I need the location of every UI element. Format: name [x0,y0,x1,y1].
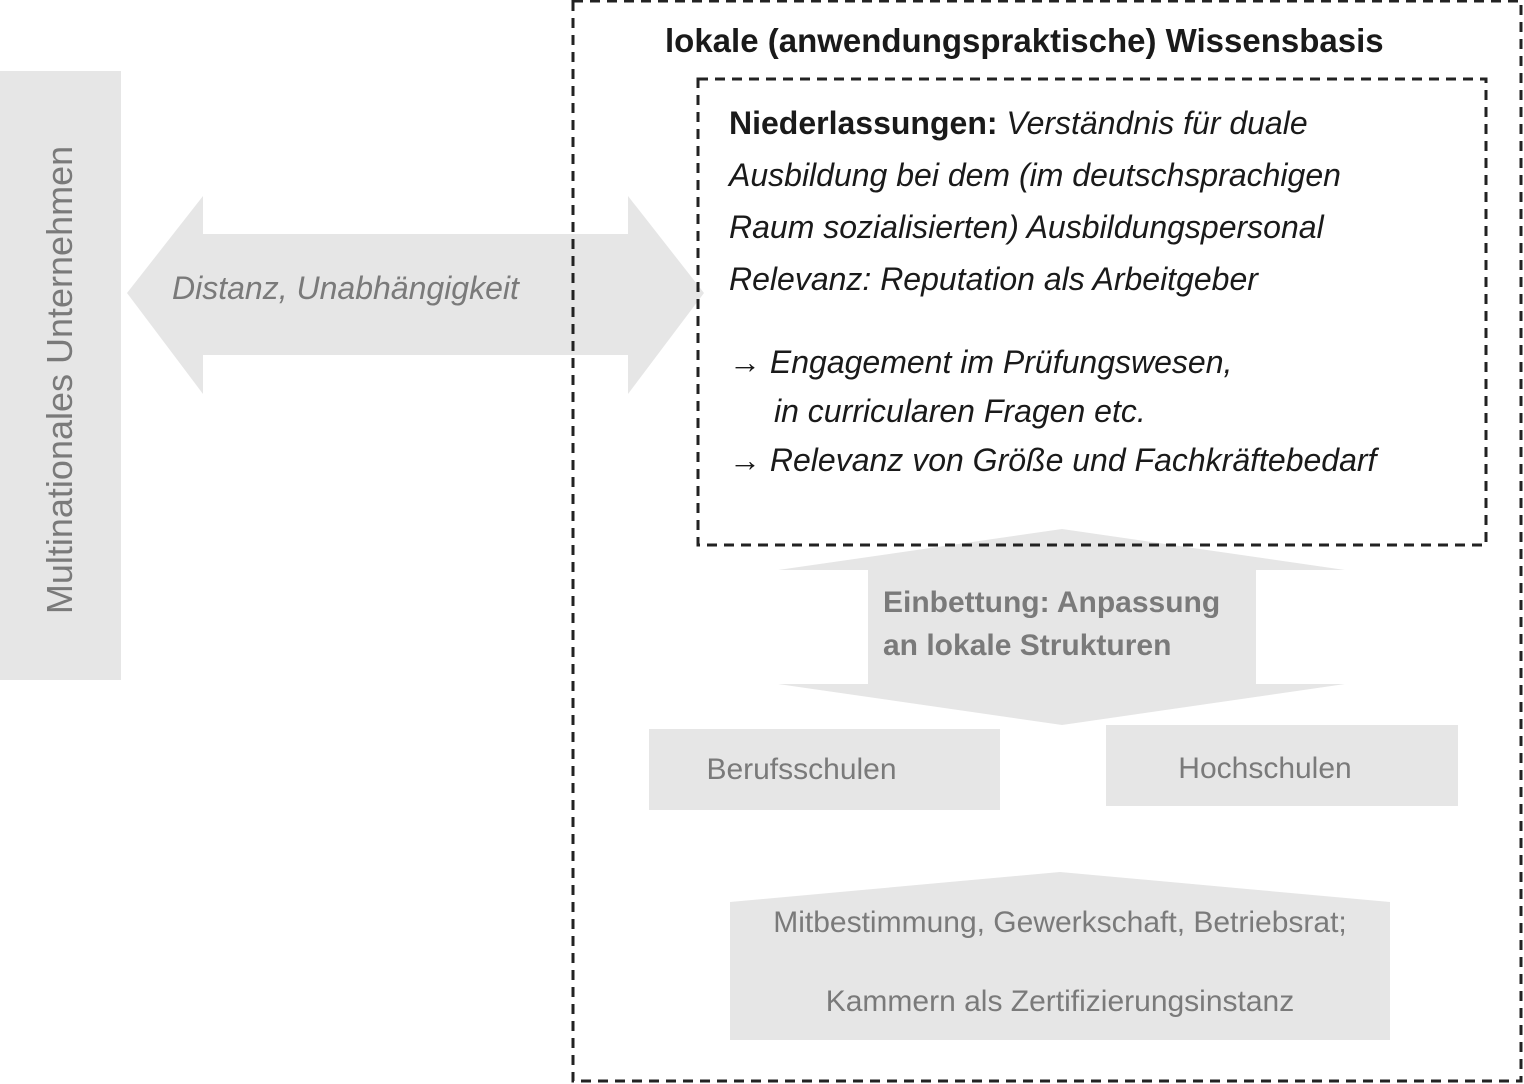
hochschulen-box [1106,725,1458,806]
outer-dashed-frame [571,0,1523,1083]
embed-line-1: Einbettung: Anpassung [883,586,1221,619]
berufsschulen-label: Berufsschulen [706,752,897,786]
bottom-pentagon [730,872,1390,1040]
bottom-line-2: Kammern als Zertifizierungsinstanz [825,985,1295,1018]
inner-dashed-frame [696,77,1488,547]
bullet-2: → Relevanz von Größe und Fachkräftebedar… [729,442,1377,478]
side-label: Multinationales Unternehmen [39,145,80,615]
arrow-label: Distanz, Unabhängigkeit [172,270,519,306]
outer-title: lokale (anwendungspraktische) Wissensbas… [665,22,1384,59]
inner-line-4: Relevanz: Reputation als Arbeitgeber [729,261,1258,297]
double-arrow-vertical [778,529,1345,725]
inner-line-1: Niederlassungen: Verständnis für duale [729,97,1469,149]
bullet-1a: → Engagement im Prüfungswesen, [729,344,1233,380]
inner-line-1-rest: Verständnis für duale [1006,105,1308,141]
berufsschulen-box [649,729,1000,810]
inner-lead: Niederlassungen: [729,105,998,141]
hochschulen-label: Hochschulen [1178,752,1352,785]
embed-line-2: an lokale Strukturen [883,629,1172,662]
embed-label: Einbettung: Anpassung an lokale Struktur… [883,581,1220,667]
inner-line-2: Ausbildung bei dem (im deutschsprachigen [729,157,1341,193]
inner-text-block: Niederlassungen: Verständnis für duale A… [729,97,1469,485]
double-arrow-horizontal [127,196,704,394]
bottom-line-1: Mitbestimmung, Gewerkschaft, Betriebsrat… [773,906,1347,939]
bullet-1b: in curricularen Fragen etc. [774,393,1146,429]
inner-line-3: Raum sozialisierten) Ausbildungspersonal [729,209,1324,245]
side-bar [0,71,121,680]
